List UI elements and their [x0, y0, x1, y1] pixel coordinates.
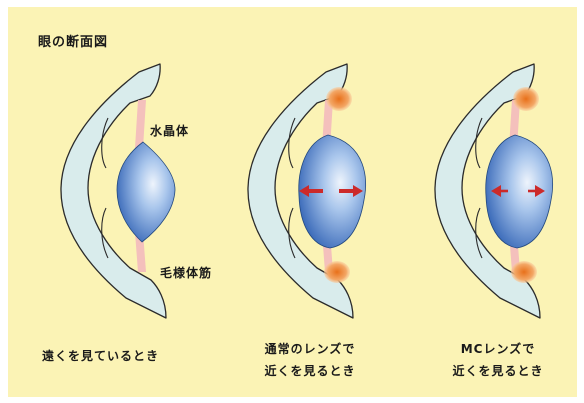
caption-line: MCレンズで — [418, 338, 578, 360]
eye-cross-section — [248, 64, 366, 318]
caption-line: 通常のレンズで — [230, 338, 390, 360]
lens-label: 水晶体 — [150, 125, 189, 137]
eye-cross-section — [61, 64, 175, 318]
ciliary-muscle-upper — [326, 87, 352, 111]
ciliary-muscle-label: 毛様体筋 — [160, 267, 212, 279]
ciliary-muscle-upper — [513, 87, 539, 111]
caption-line: 近くを見るとき — [230, 360, 390, 382]
caption-line: 遠くを見ているとき — [42, 345, 207, 367]
ciliary-muscle-lower — [511, 261, 537, 283]
caption-line: 近くを見るとき — [418, 360, 578, 382]
zonule-upper — [135, 100, 146, 148]
ciliary-muscle-lower — [324, 261, 350, 283]
crystalline-lens — [117, 142, 175, 242]
eye-cross-section — [435, 64, 553, 318]
diagram-title: 眼の断面図 — [38, 36, 108, 49]
caption-distance-view: 遠くを見ているとき — [42, 345, 207, 367]
caption-mc-lens: MCレンズで 近くを見るとき — [418, 338, 578, 382]
caption-normal-lens: 通常のレンズで 近くを見るとき — [230, 338, 390, 382]
